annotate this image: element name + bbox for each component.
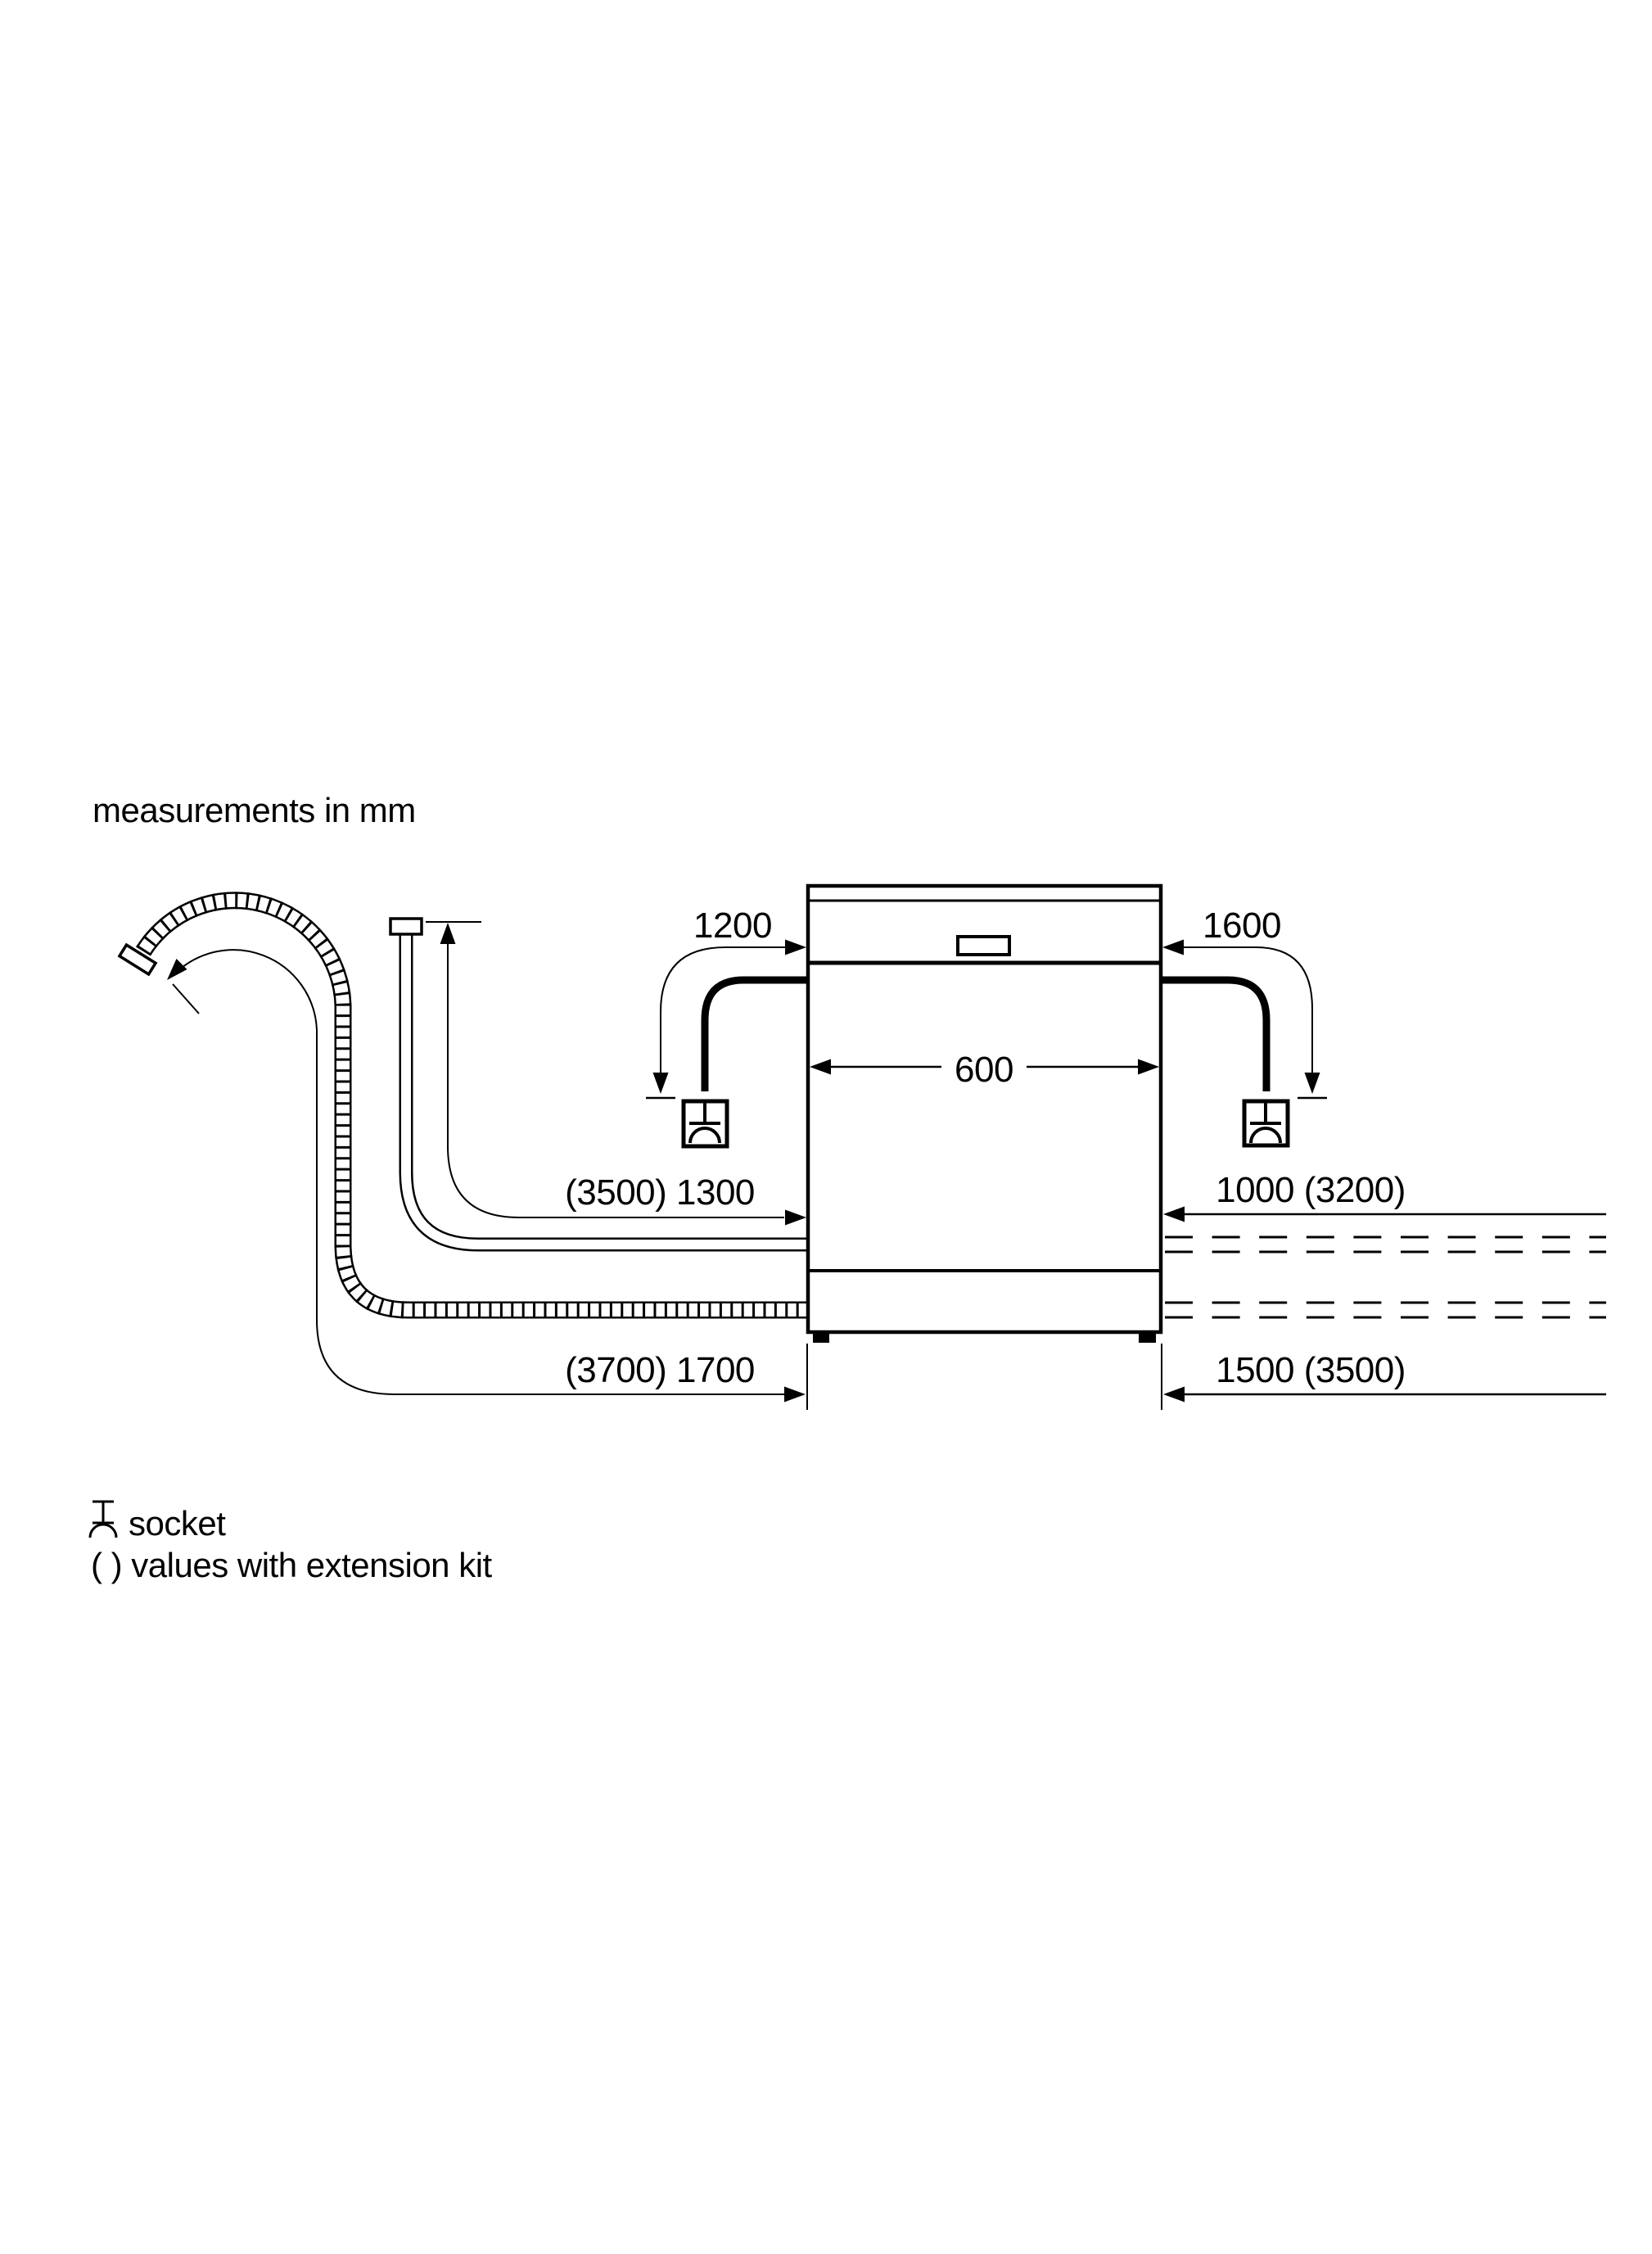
appliance-width-dimension: 600	[810, 1050, 1159, 1090]
cord-right-dimension: 1600	[1162, 906, 1327, 1100]
units-note: measurements in mm	[93, 791, 416, 829]
drain-hose-end-cap	[117, 942, 158, 977]
legend: socket ( ) values with extension kit	[88, 1500, 493, 1584]
dashed-hose-extension-supply	[1165, 1235, 1606, 1253]
socket-icon	[1249, 1103, 1282, 1144]
legend-extension-note: ( ) values with extension kit	[91, 1546, 493, 1584]
dim-label-600: 600	[955, 1050, 1013, 1090]
hose-end-arrow	[167, 959, 187, 980]
dishwasher-front	[806, 883, 1163, 1343]
supply-hose-connector-cap	[389, 917, 423, 936]
legend-socket-label: socket	[129, 1504, 226, 1543]
dim-label-1200: 1200	[693, 906, 772, 946]
dim-label-supply-left: (3500) 1300	[565, 1172, 755, 1213]
supply-right-dimension: 1000 (3200)	[1163, 1170, 1606, 1222]
drain-hose-length-leader	[167, 949, 806, 1403]
drain-right-dimension: 1500 (3500)	[1163, 1350, 1606, 1403]
dim-label-drain-left: (3700) 1700	[565, 1350, 755, 1390]
socket-left	[681, 1099, 729, 1149]
supply-hose-length-dimension	[426, 921, 806, 1226]
dim-label-1600: 1600	[1203, 906, 1281, 946]
dim-label-supply-right: 1000 (3200)	[1216, 1170, 1406, 1210]
dashed-hose-extension-drain	[1165, 1301, 1606, 1319]
power-cord-right	[1161, 976, 1271, 1091]
socket-icon	[688, 1103, 721, 1144]
appliance-outline	[806, 883, 1163, 1335]
cord-left-dimension: 1200	[646, 906, 806, 1100]
socket-right	[1242, 1099, 1290, 1148]
socket-icon	[88, 1500, 118, 1538]
left-foot	[813, 1334, 829, 1343]
dim-label-drain-right: 1500 (3500)	[1216, 1350, 1406, 1390]
right-foot	[1139, 1334, 1156, 1343]
corrugated-drain-hose-icon	[117, 892, 808, 1319]
supply-hose-icon	[389, 917, 808, 1252]
power-cord-left	[701, 976, 808, 1091]
door-handle	[956, 935, 1011, 956]
